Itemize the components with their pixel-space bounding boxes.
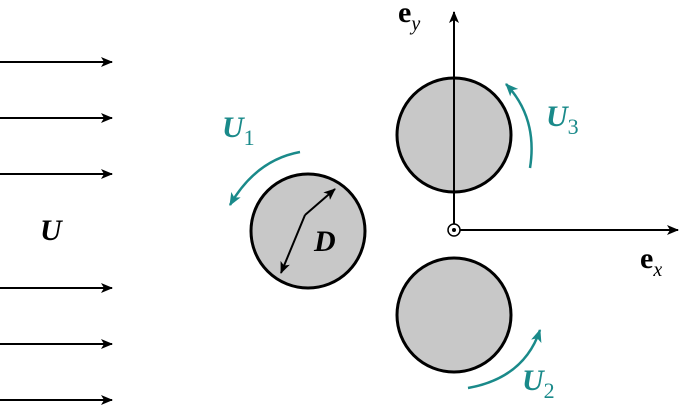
cylinder-2 (395, 256, 513, 374)
freestream-label: U (40, 214, 63, 247)
origin-dot (452, 228, 456, 232)
rotation-label-2: U2 (522, 364, 555, 403)
rotation-arrow-3 (505, 83, 533, 169)
diameter-label: D (313, 225, 336, 258)
cylinder-1 (249, 172, 367, 290)
freestream-arrows (0, 57, 113, 405)
rotation-arrow-2 (467, 328, 542, 390)
rotation-label-1: U1 (222, 111, 255, 150)
rotation-arrows (228, 83, 542, 390)
axis-x-label: ex (640, 242, 662, 281)
diameter-indicator (280, 188, 336, 274)
rotation-label-3: U3 (546, 100, 579, 139)
rotation-arrow-1 (228, 150, 301, 206)
axis-y-label: ey (398, 0, 420, 35)
